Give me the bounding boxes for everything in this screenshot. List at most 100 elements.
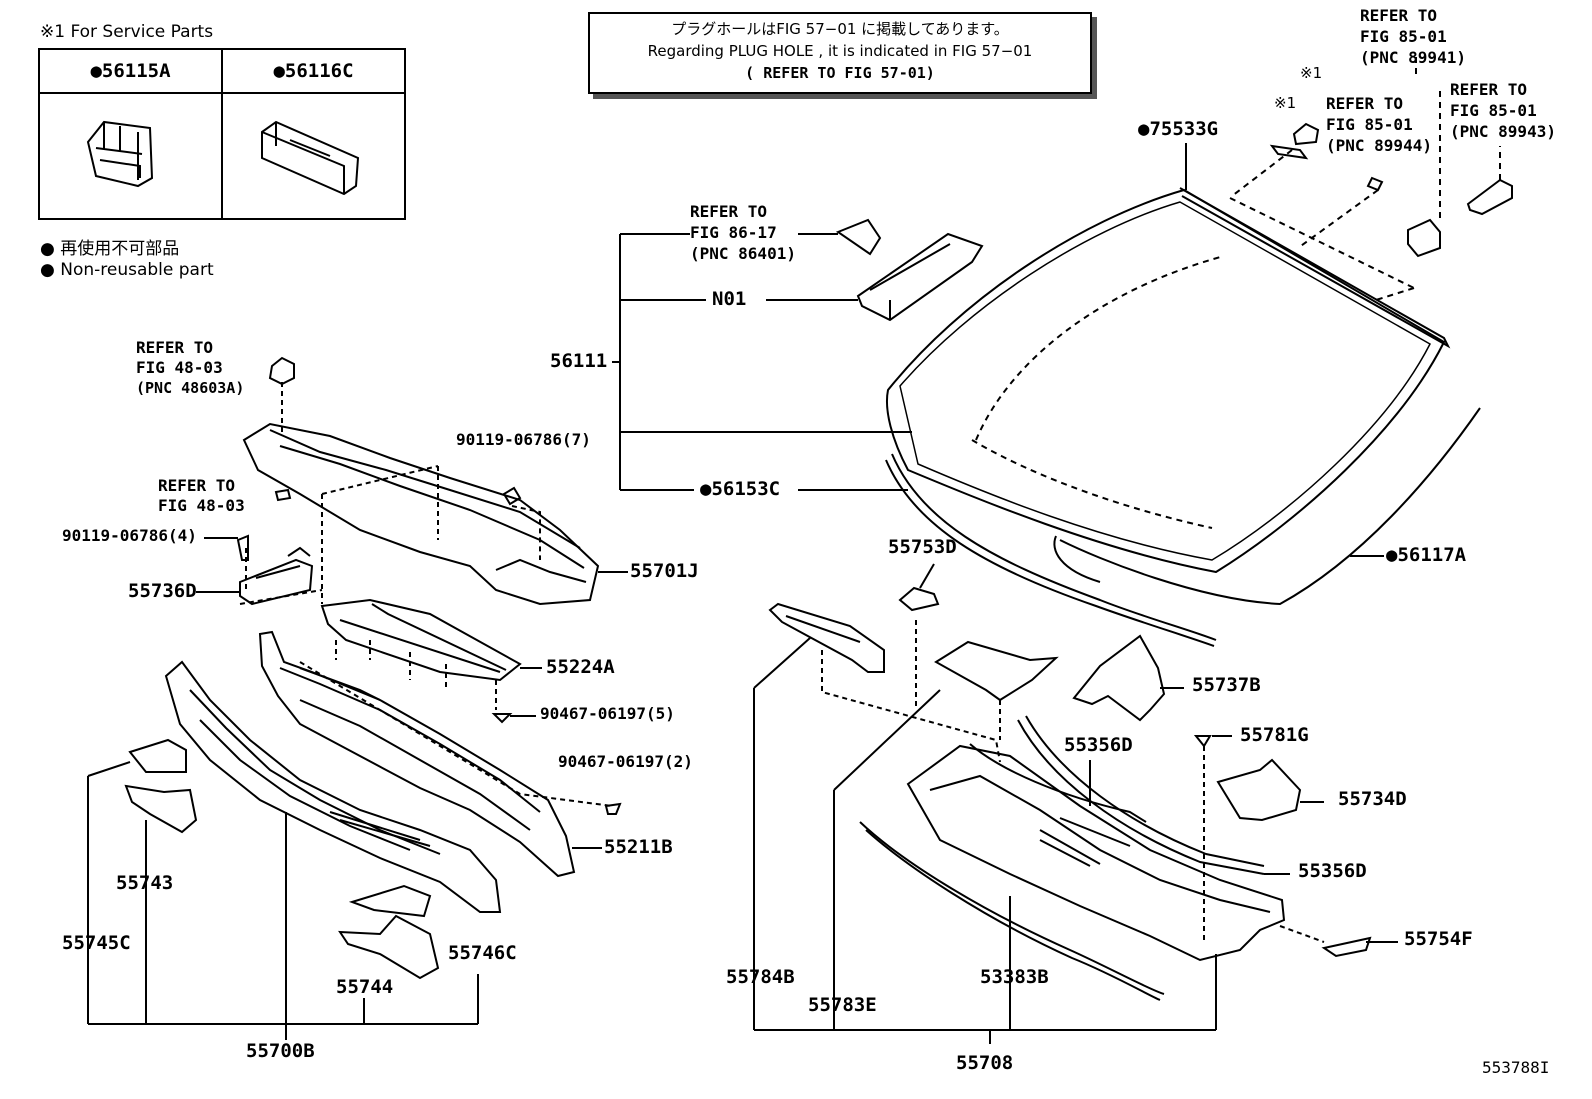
part-55746c: 55746C	[448, 942, 517, 964]
part-90467-2: 90467-06197(2)	[558, 752, 693, 771]
seal-53383b-drawing	[859, 821, 1165, 1001]
bolt-7-drawing	[502, 486, 522, 506]
part-55700b: 55700B	[246, 1040, 315, 1062]
ref-48603a-line2: FIG 48-03	[136, 358, 223, 377]
seal-55784b-drawing	[768, 602, 885, 673]
windshield-glass-drawing	[886, 188, 1446, 574]
service-part-56115a: ●56115A	[40, 50, 223, 94]
clip-56115a-drawing	[86, 120, 154, 188]
bracket-55734d-drawing	[1216, 758, 1302, 822]
ref-86401-line1: REFER TO	[690, 202, 768, 221]
part-55734d: 55734D	[1338, 788, 1407, 810]
dashed-right-assembly	[821, 620, 1325, 943]
ref-4803-line1: REFER TO	[158, 476, 236, 495]
ref-48603a-line3: (PNC 48603A)	[136, 379, 245, 397]
clip-89944-drawing	[1366, 176, 1441, 258]
bracket-55754f-drawing	[1321, 936, 1372, 958]
ref-89941-line1: REFER TO	[1360, 6, 1438, 25]
leader-56111	[612, 233, 912, 491]
part-55736d: 55736D	[128, 580, 197, 602]
part-55781g: 55781G	[1240, 724, 1309, 746]
part-55708: 55708	[956, 1052, 1014, 1074]
ref-89943-line3: (PNC 89943)	[1450, 122, 1556, 141]
part-55745c: 55745C	[62, 932, 131, 954]
part-90119-7: 90119-06786(7)	[456, 430, 591, 449]
bracket-55736d-drawing	[239, 546, 314, 606]
clip-89941-drawing	[1269, 122, 1320, 160]
part-90119-4: 90119-06786(4)	[62, 526, 197, 545]
clip-90467-5-drawing	[491, 713, 513, 724]
notice-line-ref: ( REFER TO FIG 57-01)	[745, 64, 935, 82]
part-55224a: 55224A	[546, 656, 615, 678]
part-53383b: 53383B	[980, 966, 1049, 988]
duct-55783e-drawing	[934, 640, 1059, 702]
illustration-number: 553788I	[1482, 1058, 1550, 1077]
dam-56117a-drawing	[1053, 407, 1481, 606]
seal-55356d-drawing	[969, 715, 1265, 875]
bolt-4-drawing	[236, 534, 249, 561]
part-56117a: ●56117A	[1386, 544, 1467, 566]
ref-89943-line1: REFER TO	[1450, 80, 1528, 99]
nut-48603a-drawing	[268, 356, 295, 386]
service-part-56116c: ●56116C	[223, 50, 404, 94]
part-55743: 55743	[116, 872, 174, 894]
part-55737b: 55737B	[1192, 674, 1261, 696]
part-55754f: 55754F	[1404, 928, 1473, 950]
bracket-55745c-drawing	[128, 738, 187, 773]
molding-75533g-drawing	[1179, 143, 1451, 349]
part-90467-5: 90467-06197(5)	[540, 704, 675, 723]
ref-86401-line3: (PNC 86401)	[690, 244, 796, 263]
bracket-55743-drawing	[124, 784, 198, 834]
notice-line-en: Regarding PLUG HOLE , it is indicated in…	[647, 42, 1033, 60]
part-56153c: ●56153C	[700, 478, 781, 500]
part-n01: N01	[712, 288, 747, 310]
ref-89941-line2: FIG 85-01	[1360, 27, 1447, 46]
table-divider	[221, 92, 223, 218]
clip-89943-drawing	[1466, 178, 1513, 216]
ref-4803-line2: FIG 48-03	[158, 496, 245, 515]
panel-55224a-drawing	[320, 598, 522, 682]
panel-55700b-drawing	[164, 660, 502, 913]
nonreusable-note-en: ● Non-reusable part	[40, 260, 214, 280]
ref-48603a-line1: REFER TO	[136, 338, 214, 357]
notice-line-jp: プラグホールはFIG 57−01 に掲載してあります。	[671, 20, 1009, 38]
bracket-86401-drawing	[835, 218, 984, 322]
ref-89943-line2: FIG 85-01	[1450, 101, 1537, 120]
molding-56153c-drawing	[885, 453, 1217, 647]
plug-hole-notice: プラグホールはFIG 57−01 に掲載してあります。 Regarding PL…	[588, 12, 1092, 94]
part-56111: 56111	[550, 350, 608, 372]
part-55784b: 55784B	[726, 966, 795, 988]
part-55356d-upper: 55356D	[1064, 734, 1133, 756]
ref-86401-line2: FIG 86-17	[690, 223, 777, 242]
nonreusable-note-jp: ● 再使用不可部品	[40, 239, 180, 259]
dashed-55224a	[335, 640, 497, 710]
part-55211b: 55211B	[604, 836, 673, 858]
ref-89944-line2: FIG 85-01	[1326, 115, 1413, 134]
service-parts-table: ●56115A ●56116C	[38, 48, 406, 220]
ref-89944-line1: REFER TO	[1326, 94, 1404, 113]
service-parts-title: ※1 For Service Parts	[40, 22, 214, 42]
cowl-panel-55701j-drawing	[242, 422, 600, 606]
bracket-55737b-drawing	[1072, 634, 1166, 722]
part-55753d: 55753D	[888, 536, 957, 558]
dashed-55211b	[299, 661, 613, 807]
service-mark-1: ※1	[1300, 64, 1323, 82]
part-75533g: ●75533G	[1138, 118, 1219, 140]
clip-55781g-drawing	[1193, 735, 1212, 748]
part-55783e: 55783E	[808, 994, 877, 1016]
bracket-55744-drawing	[338, 914, 440, 980]
ref-89944-line3: (PNC 89944)	[1326, 136, 1432, 155]
leader-55700b	[87, 537, 628, 1040]
grommet-drawing	[274, 488, 292, 502]
cowl-top-55708-drawing	[906, 744, 1286, 962]
ref-89941-line3: (PNC 89941)	[1360, 48, 1466, 67]
dashed-leaders-top-right	[1229, 56, 1501, 301]
part-55701j: 55701J	[630, 560, 699, 582]
clip-90467-2-drawing	[604, 802, 622, 815]
dashed-55701j	[239, 465, 541, 605]
leader-55708	[753, 563, 1398, 1044]
clip-56116c-drawing	[261, 120, 360, 196]
service-mark-2: ※1	[1274, 94, 1297, 112]
clip-55753d-drawing	[898, 586, 940, 612]
